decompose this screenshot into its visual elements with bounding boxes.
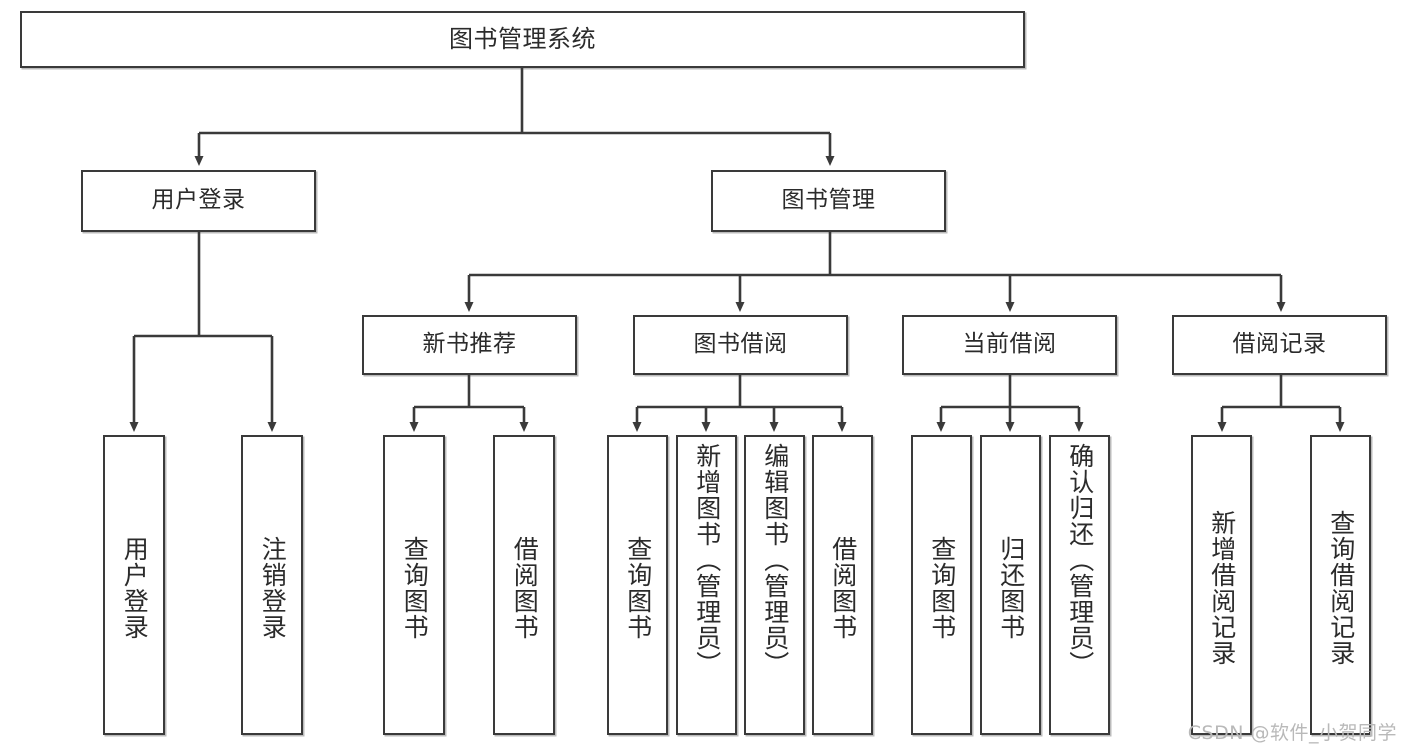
leaf-current-return-book[interactable]: 归还图书 bbox=[980, 435, 1041, 735]
node-label: 查询图书 bbox=[623, 536, 653, 640]
node-root-system[interactable]: 图书管理系统 bbox=[20, 11, 1025, 68]
node-label: 查询图书 bbox=[400, 536, 430, 640]
node-user-login[interactable]: 用户登录 bbox=[81, 170, 316, 232]
node-label: 用户登录 bbox=[151, 187, 246, 214]
node-label: 新增图书（管理员） bbox=[692, 443, 722, 677]
node-book-management[interactable]: 图书管理 bbox=[711, 170, 946, 232]
node-label: 新书推荐 bbox=[422, 331, 517, 358]
leaf-record-query-record[interactable]: 查询借阅记录 bbox=[1310, 435, 1371, 735]
leaf-record-add-record[interactable]: 新增借阅记录 bbox=[1191, 435, 1252, 735]
node-label: 图书借阅 bbox=[693, 331, 788, 358]
node-label: 查询图书 bbox=[927, 536, 957, 640]
leaf-borrow-query-book[interactable]: 查询图书 bbox=[607, 435, 668, 735]
leaf-borrow-add-book-admin[interactable]: 新增图书（管理员） bbox=[676, 435, 737, 735]
node-label: 图书管理系统 bbox=[449, 25, 596, 54]
leaf-user-login[interactable]: 用户登录 bbox=[103, 435, 165, 735]
node-book-borrow[interactable]: 图书借阅 bbox=[633, 315, 848, 375]
node-label: 当前借阅 bbox=[962, 331, 1057, 358]
node-label: 图书管理 bbox=[781, 187, 876, 214]
node-new-book-recommend[interactable]: 新书推荐 bbox=[362, 315, 577, 375]
node-label: 编辑图书（管理员） bbox=[760, 443, 790, 677]
node-label: 用户登录 bbox=[120, 536, 150, 640]
node-label: 借阅记录 bbox=[1232, 331, 1327, 358]
node-label: 新增借阅记录 bbox=[1207, 510, 1237, 666]
leaf-current-query-book[interactable]: 查询图书 bbox=[911, 435, 972, 735]
node-label: 查询借阅记录 bbox=[1326, 510, 1356, 666]
node-label: 借阅图书 bbox=[510, 536, 540, 640]
node-label: 归还图书 bbox=[996, 536, 1026, 640]
node-label: 注销登录 bbox=[258, 536, 288, 640]
node-label: 确认归还（管理员） bbox=[1065, 443, 1095, 677]
leaf-borrow-edit-book-admin[interactable]: 编辑图书（管理员） bbox=[744, 435, 805, 735]
leaf-newbook-borrow-book[interactable]: 借阅图书 bbox=[493, 435, 555, 735]
leaf-user-logout[interactable]: 注销登录 bbox=[241, 435, 303, 735]
node-label: 借阅图书 bbox=[828, 536, 858, 640]
node-borrow-record[interactable]: 借阅记录 bbox=[1172, 315, 1387, 375]
leaf-newbook-query-book[interactable]: 查询图书 bbox=[383, 435, 445, 735]
node-current-borrow[interactable]: 当前借阅 bbox=[902, 315, 1117, 375]
leaf-current-confirm-return-admin[interactable]: 确认归还（管理员） bbox=[1049, 435, 1110, 735]
leaf-borrow-borrow-book[interactable]: 借阅图书 bbox=[812, 435, 873, 735]
watermark-text: CSDN @软件_小贺同学 bbox=[1187, 722, 1397, 744]
